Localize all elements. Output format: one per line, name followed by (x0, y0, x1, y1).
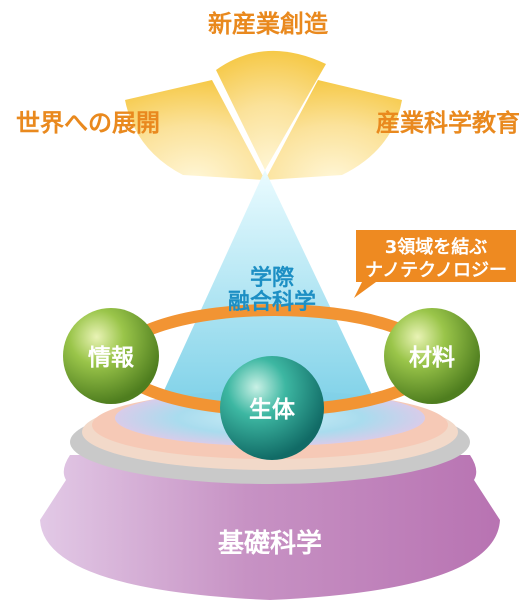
cone-label-line2: 融合科学 (228, 289, 316, 315)
interdisciplinary-cone (162, 170, 372, 408)
sphere-bio-label: 生体 (249, 397, 296, 423)
petal-right (265, 80, 402, 180)
petal-top (216, 50, 326, 170)
base-cone (40, 455, 500, 600)
label-new-industry: 新産業創造 (208, 10, 328, 38)
base-label: 基礎科学 (218, 528, 322, 559)
label-global: 世界への展開 (16, 109, 160, 137)
sphere-info-label: 情報 (88, 344, 135, 371)
callout-line2: ナノテクノロジー (365, 260, 507, 281)
sphere-info (63, 308, 159, 404)
petal-left (125, 80, 265, 180)
label-education: 産業科学教育 (376, 109, 520, 137)
sphere-bio (220, 356, 324, 460)
sphere-materials-label: 材料 (409, 345, 455, 371)
cone-label-line1: 学際 (250, 265, 295, 291)
callout-line1: 3領域を結ぶ (385, 236, 488, 258)
callout-box (354, 230, 516, 298)
sphere-materials (384, 308, 480, 404)
